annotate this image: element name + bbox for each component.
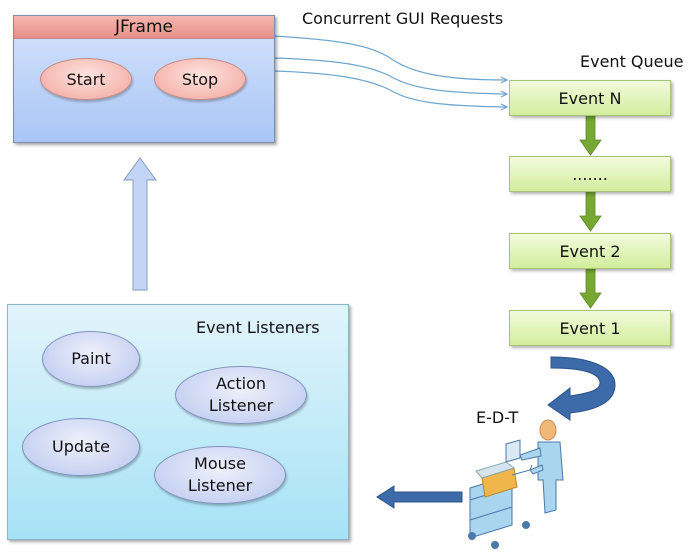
event-listeners-panel: Event Listeners Paint Action Listener Up… [7, 304, 349, 540]
event-queue-title: Event Queue [580, 52, 684, 71]
request-line-3 [272, 70, 507, 108]
event-1-box: Event 1 [509, 310, 671, 346]
request-arrowhead-1 [500, 76, 509, 84]
request-line-2 [272, 57, 507, 95]
mouse-listener-line2: Listener [187, 476, 253, 495]
request-arrowhead-2 [500, 90, 509, 98]
event-n-box: Event N [509, 80, 671, 116]
green-down-arrow-1 [579, 113, 602, 156]
up-arrow [123, 157, 157, 291]
action-listener-line1: Action [215, 374, 267, 393]
request-arrowhead-3 [500, 103, 509, 111]
curved-arrow [547, 356, 616, 421]
edt-worker-icon [468, 419, 564, 549]
jframe-title: JFrame [14, 16, 274, 39]
edt-label: E-D-T [476, 408, 519, 427]
jframe-window: JFrame Start Stop [13, 15, 275, 143]
mouse-listener-line1: Mouse [194, 454, 246, 473]
action-listener-line2: Listener [208, 396, 274, 415]
update-listener: Update [22, 418, 140, 476]
start-button[interactable]: Start [40, 58, 132, 100]
event-2-box: Event 2 [509, 233, 671, 269]
stop-button[interactable]: Stop [154, 58, 246, 100]
event-listeners-title: Event Listeners [196, 318, 320, 337]
green-down-arrow-3 [579, 267, 602, 309]
left-arrow [376, 485, 463, 509]
event-ellipsis-box: ....... [509, 156, 671, 192]
green-down-arrow-2 [579, 190, 602, 232]
paint-listener-label: Paint [71, 349, 111, 368]
update-listener-label: Update [52, 437, 110, 456]
request-line-1 [272, 35, 507, 81]
concurrent-requests-label: Concurrent GUI Requests [302, 9, 504, 28]
mouse-listener: Mouse Listener [154, 446, 286, 504]
action-listener: Action Listener [175, 366, 307, 424]
paint-listener: Paint [42, 331, 140, 387]
